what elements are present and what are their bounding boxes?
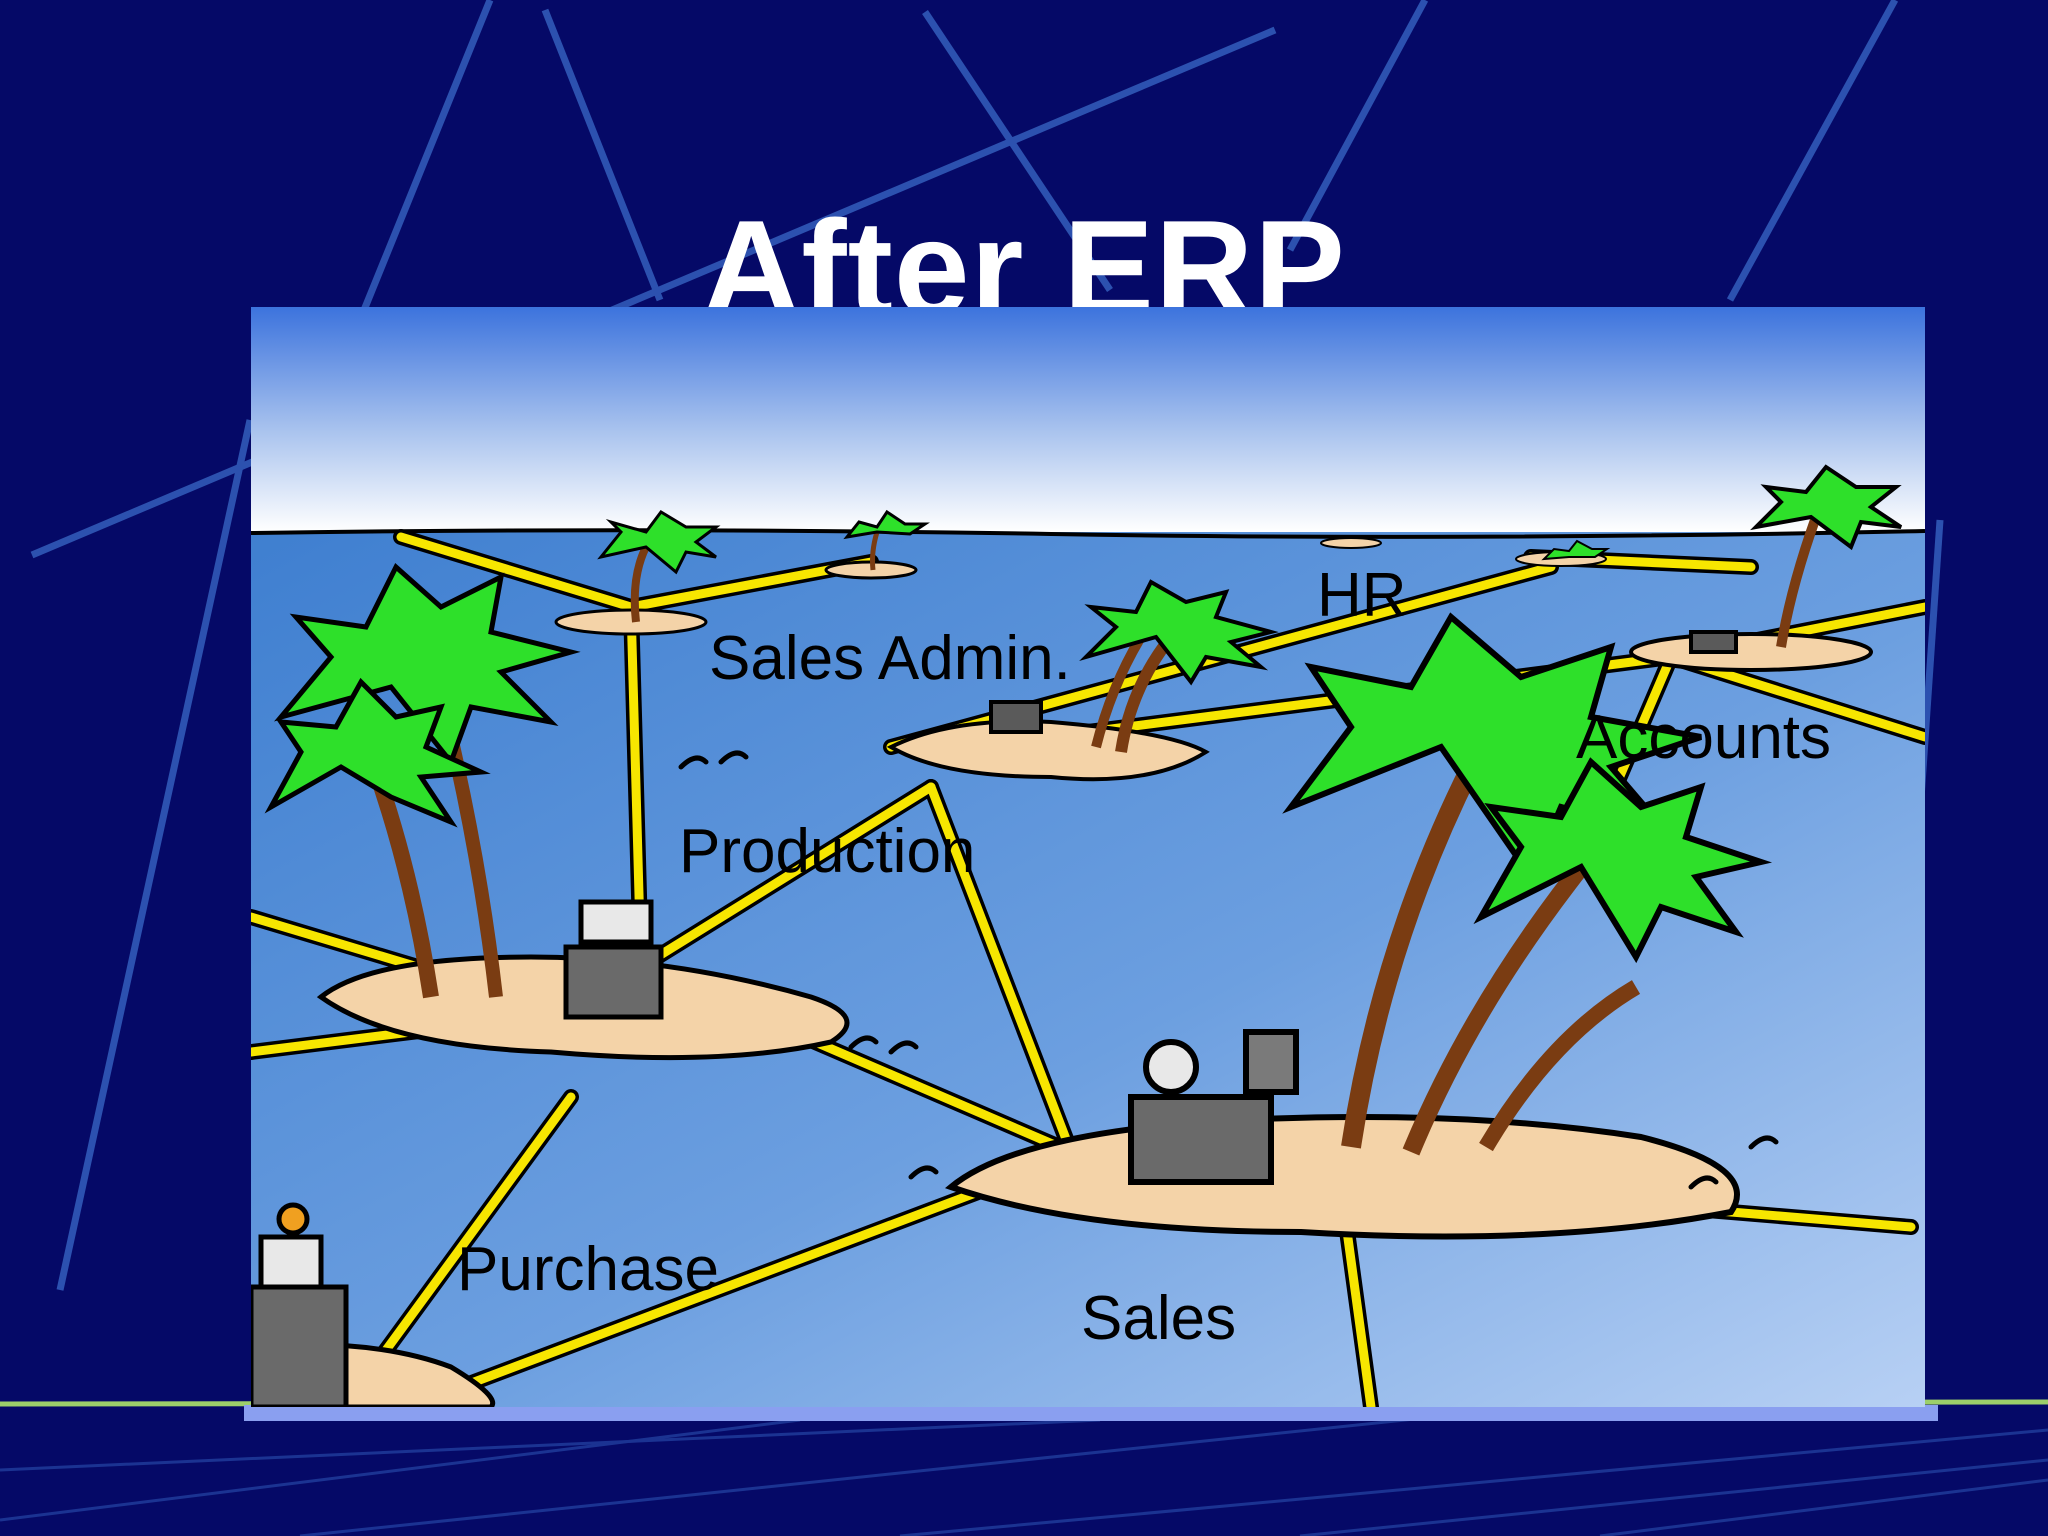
label-sales: Sales: [1081, 1284, 1237, 1353]
erp-illustration-panel: HR Sales Admin. Accounts Production Purc…: [251, 307, 1925, 1407]
sales-island: [944, 612, 1773, 1240]
water-ripples: [678, 750, 1779, 1190]
sales-admin-island: [886, 579, 1279, 782]
label-purchase: Purchase: [457, 1235, 719, 1304]
label-accounts: Accounts: [1576, 703, 1832, 772]
island-network-illustration: [251, 307, 1925, 1407]
purchase-island: [251, 1202, 495, 1407]
distant-island-1: [554, 510, 721, 636]
accounts-island: [1629, 464, 1903, 672]
panel-shadow: [244, 1405, 1938, 1421]
sky: [251, 307, 1925, 532]
label-hr: HR: [1317, 561, 1407, 630]
production-island: [264, 562, 850, 1061]
label-production: Production: [679, 817, 976, 886]
distant-island-2: [824, 509, 930, 580]
horizon: [251, 528, 1925, 539]
distant-island-3: [1320, 537, 1611, 567]
label-sales-admin: Sales Admin.: [709, 624, 1071, 693]
